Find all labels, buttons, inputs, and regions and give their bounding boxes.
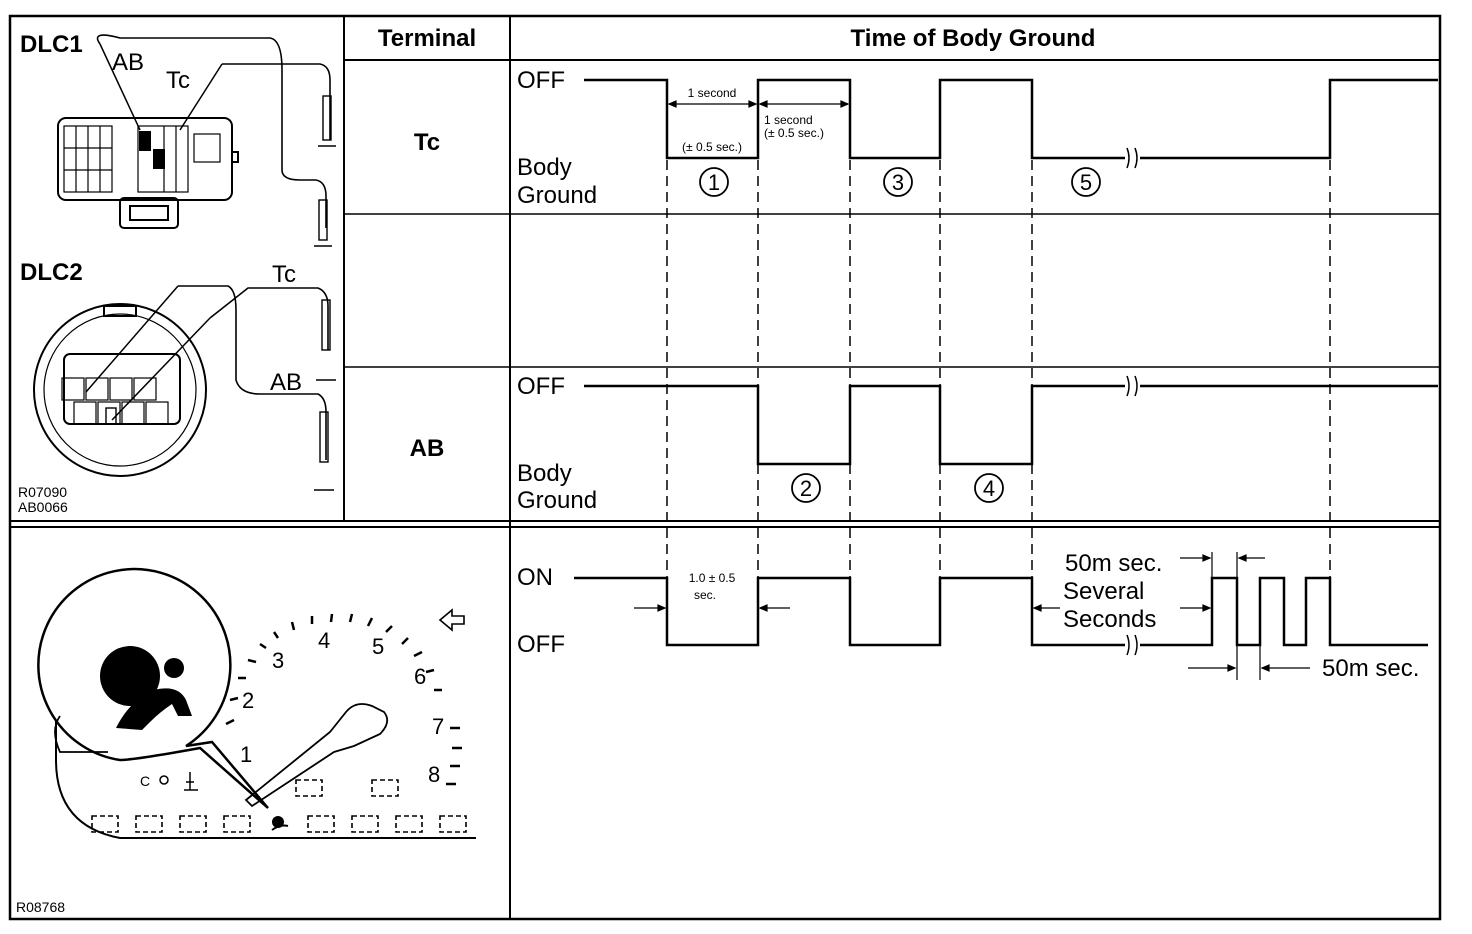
gauge-number-7: 7 bbox=[432, 714, 444, 739]
light-50ms-lower-label: 50m sec. bbox=[1322, 655, 1419, 682]
tc-break-mark bbox=[1126, 147, 1138, 169]
tc-period2-note: 1 second bbox=[764, 113, 813, 127]
tc-body-label: Body bbox=[517, 154, 572, 181]
airbag-warning-icon bbox=[100, 646, 192, 730]
ab-body-label: Body bbox=[517, 460, 572, 487]
tc-period2-tolerance: (± 0.5 sec.) bbox=[764, 126, 824, 140]
tachometer-ticks bbox=[225, 613, 462, 786]
gauge-number-6: 6 bbox=[414, 664, 426, 689]
step-5-circle bbox=[1071, 167, 1101, 197]
step-4: 4 bbox=[983, 476, 995, 501]
ab-off-label: OFF bbox=[517, 373, 565, 400]
table-grid bbox=[8, 14, 1442, 921]
dlc2-tc-label: Tc bbox=[272, 261, 296, 288]
gauge-number-5: 5 bbox=[372, 634, 384, 659]
gauge-number-8: 8 bbox=[428, 762, 440, 787]
gauge-number-4: 4 bbox=[318, 628, 330, 653]
light-several-label: Several bbox=[1063, 578, 1144, 605]
light-waveform-after-break bbox=[1140, 576, 1428, 647]
light-break-mark bbox=[1126, 634, 1138, 656]
gauge-number-1: 1 bbox=[240, 742, 252, 767]
ab-waveform bbox=[584, 384, 1125, 466]
header-time-of-body-ground: Time of Body Ground bbox=[851, 25, 1096, 52]
gauge-number-3: 3 bbox=[272, 648, 284, 673]
dlc2-ab-label: AB bbox=[270, 369, 302, 396]
tc-period1-tolerance: (± 0.5 sec.) bbox=[682, 140, 742, 154]
terminal-tc-label: Tc bbox=[414, 129, 440, 156]
magnifier-bubble bbox=[37, 567, 269, 809]
light-on-label: ON bbox=[517, 564, 553, 591]
timing-guide-lines bbox=[666, 80, 1331, 645]
step-5: 5 bbox=[1080, 170, 1092, 195]
terminal-ab-label: AB bbox=[410, 435, 445, 462]
light-timing-arrows bbox=[634, 552, 1310, 680]
tc-period1-note: 1 second bbox=[688, 86, 737, 100]
light-on-time: 1.0 ± 0.5 bbox=[689, 571, 736, 585]
tc-waveform-after-break bbox=[1140, 78, 1438, 160]
light-seconds-label: Seconds bbox=[1063, 606, 1156, 633]
dlc2-label: DLC2 bbox=[20, 259, 83, 286]
step-markers: 1 2 3 4 5 bbox=[699, 167, 1101, 503]
step-1-circle bbox=[699, 167, 729, 197]
tc-waveform bbox=[584, 78, 1125, 160]
step-2: 2 bbox=[800, 476, 812, 501]
indicator-lamps bbox=[91, 779, 467, 833]
connector-ref-code-1: R07090 bbox=[18, 484, 67, 500]
instrument-cluster-illustration bbox=[37, 567, 476, 839]
light-off-label: OFF bbox=[517, 631, 565, 658]
step-1: 1 bbox=[708, 170, 720, 195]
tc-ground-label: Ground bbox=[517, 182, 597, 209]
step-4-circle bbox=[974, 473, 1004, 503]
light-on-unit: sec. bbox=[694, 588, 716, 602]
tc-off-label: OFF bbox=[517, 67, 565, 94]
tc-timing-arrows bbox=[667, 100, 850, 108]
step-2-circle bbox=[791, 473, 821, 503]
cluster-ref-code: R08768 bbox=[16, 899, 65, 915]
header-terminal: Terminal bbox=[378, 25, 476, 52]
connector-ref-code-2: AB0066 bbox=[18, 499, 68, 515]
ab-ground-label: Ground bbox=[517, 487, 597, 514]
dlc1-connector-illustration bbox=[57, 34, 336, 247]
ab-break-mark bbox=[1126, 375, 1138, 397]
dlc1-label: DLC1 bbox=[20, 31, 83, 58]
gauge-number-2: 2 bbox=[242, 688, 254, 713]
dlc2-connector-illustration bbox=[33, 285, 336, 491]
gauge-numbers: 1 2 3 4 5 6 7 8 bbox=[240, 628, 444, 787]
step-3-circle bbox=[883, 167, 913, 197]
dlc1-tc-label: Tc bbox=[166, 67, 190, 94]
cluster-c-mark: C bbox=[140, 773, 150, 789]
light-50ms-label: 50m sec. bbox=[1065, 550, 1162, 577]
step-3: 3 bbox=[892, 170, 904, 195]
dlc1-ab-label: AB bbox=[112, 49, 144, 76]
